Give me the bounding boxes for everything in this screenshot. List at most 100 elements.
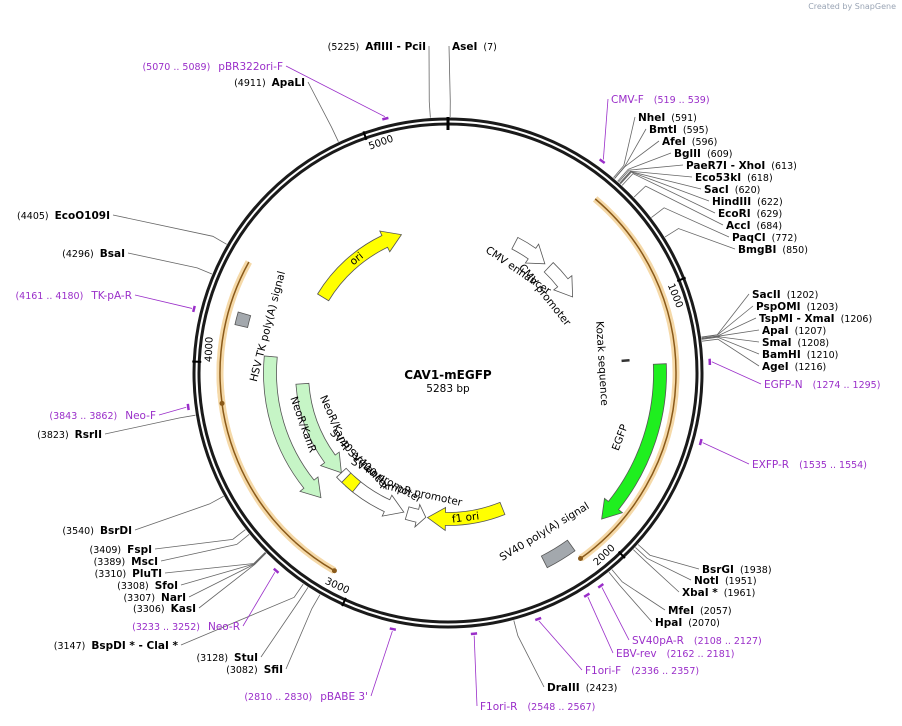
site-leader [701, 336, 760, 343]
site-leader [611, 569, 666, 611]
site-pluti[interactable]: (3310)PluTI [95, 551, 266, 580]
site-noti[interactable]: NotI(1951) [635, 547, 757, 587]
primer-layer: (5070 .. 5089)pBR322ori-F CMV-F(519 .. 53… [15, 61, 880, 713]
primer-egfp-n[interactable]: EGFP-N(1274 .. 1295) [708, 358, 881, 391]
site-apali[interactable]: (4911)ApaLI [234, 77, 339, 142]
site-label: (3823)RsrII [37, 429, 102, 441]
site-leader [633, 185, 724, 226]
site-fspi[interactable]: (3409)FspI [90, 529, 246, 556]
primer-mark [598, 158, 606, 165]
feature-hsv-tk-polya[interactable]: HSV TK poly(A) signal [234, 270, 288, 383]
primer-exfp-r[interactable]: EXFP-R(1535 .. 1554) [698, 438, 867, 471]
site-bspdi-clai-[interactable]: (3147)BspDI * - ClaI * [54, 583, 304, 652]
site-sfoi[interactable]: (3308)SfoI [117, 552, 266, 592]
site-paqci[interactable]: PaqCI(772) [651, 207, 797, 244]
feature-sv40-polya[interactable]: SV40 poly(A) signal [498, 500, 592, 569]
site-bsrgi[interactable]: BsrGI(1938) [637, 544, 772, 576]
feature-shape [404, 503, 427, 529]
site-label: AfeI(596) [662, 136, 717, 148]
primer-cmv-f[interactable]: CMV-F(519 .. 539) [598, 94, 710, 165]
feature-egfp[interactable]: EGFP [601, 363, 667, 520]
primer-f1ori-f[interactable]: F1ori-F(2336 .. 2357) [534, 616, 699, 677]
site-layer: AseI(7) (5225)AflIII - PciI(4911)ApaLI Nhe… [17, 41, 872, 694]
site-label: SacII(1202) [752, 289, 818, 301]
site-bsrdi[interactable]: (3540)BsrDI [62, 495, 224, 537]
site-nhei[interactable]: NheI(591) [613, 112, 697, 178]
site-ecori[interactable]: EcoRI(629) [621, 173, 782, 220]
primer-mark [186, 403, 190, 411]
primer-label: (4161 .. 4180)TK-pA-R [15, 290, 132, 302]
site-label: XbaI *(1961) [682, 587, 755, 599]
orf-arrow-tip [578, 556, 584, 562]
primer-mark [191, 305, 196, 313]
site-label: BmtI(595) [649, 124, 708, 136]
site-rsrii[interactable]: (3823)RsrII [37, 414, 196, 441]
orf-arrow-tip [219, 400, 225, 406]
feature-ori[interactable]: ori [316, 230, 403, 302]
site-leader [701, 336, 760, 355]
site-leader [285, 594, 321, 670]
feature-shape [601, 363, 667, 520]
site-mfei[interactable]: MfeI(2057) [611, 569, 732, 617]
site-hindiii[interactable]: HindIII(622) [620, 171, 783, 208]
primer-pbr322ori-f[interactable]: (5070 .. 5089)pBR322ori-F [142, 61, 389, 121]
site-eco53ki[interactable]: Eco53kI(618) [619, 170, 773, 184]
site-sfii[interactable]: (3082)SfiI [226, 594, 321, 676]
site-leader [513, 620, 545, 688]
tick-label: 3000 [323, 576, 351, 597]
site-draiii[interactable]: DraIII(2423) [513, 620, 618, 694]
feature-kozak[interactable]: Kozak sequence [593, 321, 630, 406]
site-bmgbi[interactable]: BmgBI(850) [664, 228, 808, 256]
site-smai[interactable]: SmaI(1208) [701, 336, 829, 349]
site-label: PspOMI(1203) [756, 301, 838, 313]
feature-f1-ori[interactable]: f1 ori [426, 501, 506, 532]
site-bglii[interactable]: BglII(609) [617, 148, 733, 182]
site-xbai-[interactable]: XbaI *(1961) [633, 549, 755, 599]
site-leader [428, 45, 431, 118]
site-leader [112, 214, 227, 245]
feature-label: f1 ori [451, 510, 480, 525]
site-label: BsrGI(1938) [702, 564, 772, 576]
site-leader [617, 152, 672, 182]
site-saci[interactable]: SacI(620) [619, 171, 760, 196]
primer-leader [538, 620, 583, 671]
site-leader [613, 116, 636, 178]
site-bsai[interactable]: (4296)BsaI [62, 248, 213, 275]
site-label: AseI(7) [452, 41, 497, 53]
site-bamhi[interactable]: BamHI(1210) [701, 336, 839, 361]
site-stui[interactable]: (3128)StuI [196, 587, 309, 664]
primer-leader [711, 361, 762, 385]
site-agei[interactable]: AgeI(1216) [701, 338, 826, 373]
primer-sv40pa-r[interactable]: SV40pA-R(2108 .. 2127) [597, 582, 762, 647]
primer-label: (3843 .. 3862)Neo-F [49, 410, 156, 422]
primer-f1ori-r[interactable]: F1ori-R(2548 .. 2567) [470, 632, 595, 713]
feature-cmv-promoter[interactable]: CMV promoter [516, 262, 573, 329]
site-leader [614, 140, 660, 179]
site-msci[interactable]: (3389)MscI [94, 534, 250, 568]
site-leader [160, 534, 250, 562]
primer-neo-r[interactable]: (3233 .. 3252)Neo-R [132, 567, 280, 633]
primer-mark [597, 582, 605, 589]
site-label: ApaI(1207) [762, 325, 826, 337]
site-label: (3128)StuI [196, 652, 258, 664]
site-asei[interactable]: AseI(7) [448, 41, 497, 118]
site-acci[interactable]: AccI(684) [633, 185, 782, 232]
site-afliii-pcii[interactable]: (5225)AflIII - PciI [328, 41, 431, 118]
primer-neo-f[interactable]: (3843 .. 3862)Neo-F [49, 403, 190, 422]
site-afei[interactable]: AfeI(596) [614, 136, 718, 179]
site-ecoo109i[interactable]: (4405)EcoO109I [17, 210, 227, 245]
site-leader [621, 173, 716, 214]
primer-pbabe-3-[interactable]: (2810 .. 2830)pBABE 3' [244, 627, 397, 703]
site-pspomi[interactable]: PspOMI(1203) [701, 301, 838, 338]
site-paer7i-xhoi[interactable]: PaeR7I - XhoI(613) [618, 160, 797, 183]
primer-tk-pa-r[interactable]: (4161 .. 4180)TK-pA-R [15, 290, 196, 313]
site-leader [701, 338, 760, 367]
site-leader [637, 544, 700, 570]
feature-shape [543, 262, 574, 298]
site-label: (3389)MscI [94, 556, 158, 568]
primer-ebv-rev[interactable]: EBV-rev(2162 .. 2181) [583, 592, 735, 660]
tick-label: 4000 [204, 336, 216, 362]
site-hpai[interactable]: HpaI(2070) [608, 571, 720, 629]
feature-shape [295, 382, 342, 474]
